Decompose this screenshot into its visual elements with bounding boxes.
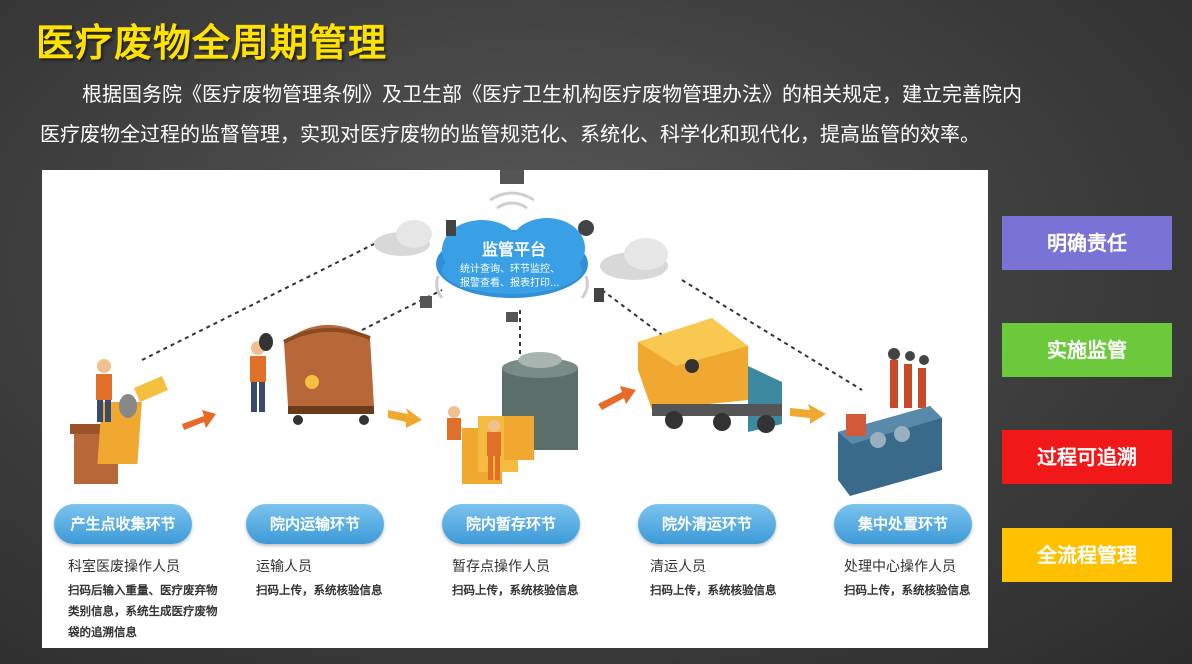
side-button-implement-supervision[interactable]: 实施监管 — [1002, 323, 1172, 377]
stage-button-temporary-storage[interactable]: 院内暂存环节 — [442, 504, 580, 544]
scanner-icon — [594, 288, 604, 302]
worker-icon — [447, 406, 501, 480]
intro-text: 根据国务院《医疗废物管理条例》及卫生部《医疗卫生机构医疗废物管理办法》的相关规定… — [40, 74, 1170, 154]
worker-icon — [250, 333, 273, 412]
stage-role-collection: 科室医废操作人员 — [68, 559, 180, 575]
flow-illustration — [70, 170, 942, 496]
slide-title: 医疗废物全周期管理 — [36, 21, 388, 65]
stage-desc-line: 扫码上传，系统核验信息 — [650, 583, 777, 597]
cloud-icon — [600, 238, 668, 280]
intro-line-2: 医疗废物全过程的监督管理，实现对医疗废物的监管规范化、系统化、科学化和现代化，提… — [40, 122, 980, 146]
incinerator-factory-icon — [838, 348, 942, 496]
stage-desc-line: 类别信息，系统生成医疗废物 — [68, 604, 218, 618]
arrow-right-icon — [598, 386, 636, 410]
stage-role-external-transport: 清运人员 — [650, 559, 706, 575]
stage-desc-line: 扫码上传，系统核验信息 — [452, 583, 579, 597]
stage-role-temporary-storage: 暂存点操作人员 — [452, 559, 550, 575]
stage-desc-temporary-storage: 扫码上传，系统核验信息 — [452, 580, 579, 601]
platform-title: 监管平台 — [482, 240, 547, 259]
stage-role-internal-transport: 运输人员 — [256, 559, 312, 575]
arrow-right-icon — [388, 408, 422, 428]
platform-line-2: 报警查看、报表打印... — [460, 278, 560, 289]
stage-desc-line: 扫码上传，系统核验信息 — [844, 583, 971, 597]
stage-button-internal-transport[interactable]: 院内运输环节 — [246, 504, 384, 544]
worker-icon — [96, 359, 137, 422]
camera-icon — [578, 220, 594, 236]
trash-bin-icon — [70, 376, 168, 484]
storage-room-icon — [462, 352, 578, 484]
arrow-right-icon — [182, 410, 216, 430]
scanner-icon — [420, 296, 432, 308]
stage-role-disposal: 处理中心操作人员 — [844, 559, 956, 575]
stage-desc-collection: 扫码后输入重量、医疗废弃物 类别信息，系统生成医疗废物 袋的追溯信息 — [68, 580, 248, 643]
dumpster-icon — [283, 324, 374, 425]
side-button-traceable-process[interactable]: 过程可追溯 — [1002, 430, 1172, 484]
platform-line-1: 统计查询、环节监控、 — [460, 264, 560, 275]
stage-desc-disposal: 扫码上传，系统核验信息 — [844, 580, 971, 601]
side-button-clear-responsibility[interactable]: 明确责任 — [1002, 216, 1172, 270]
side-button-full-process-management[interactable]: 全流程管理 — [1002, 528, 1172, 582]
signal-arcs — [435, 191, 589, 299]
stage-desc-line: 扫码后输入重量、医疗废弃物 — [68, 583, 218, 597]
monitor-icon — [500, 170, 524, 184]
stage-button-disposal[interactable]: 集中处置环节 — [834, 504, 972, 544]
platform-cloud-icon — [436, 218, 588, 298]
stage-button-collection[interactable]: 产生点收集环节 — [54, 504, 192, 544]
intro-line-1: 根据国务院《医疗废物管理条例》及卫生部《医疗卫生机构医疗废物管理办法》的相关规定… — [82, 82, 1022, 106]
garbage-truck-icon — [638, 318, 782, 433]
stage-desc-external-transport: 扫码上传，系统核验信息 — [650, 580, 777, 601]
stage-button-external-transport[interactable]: 院外清运环节 — [638, 504, 776, 544]
stage-desc-internal-transport: 扫码上传，系统核验信息 — [256, 580, 383, 601]
monitor-icon — [506, 312, 518, 322]
stage-desc-line: 袋的追溯信息 — [68, 625, 137, 639]
arrow-right-icon — [790, 404, 826, 424]
cloud-icon — [374, 220, 432, 256]
stage-desc-line: 扫码上传，系统核验信息 — [256, 583, 383, 597]
scanner-icon — [446, 220, 456, 236]
flow-diagram-panel: 监管平台 统计查询、环节监控、 报警查看、报表打印... 产生点收集环节 院内运… — [42, 170, 988, 648]
